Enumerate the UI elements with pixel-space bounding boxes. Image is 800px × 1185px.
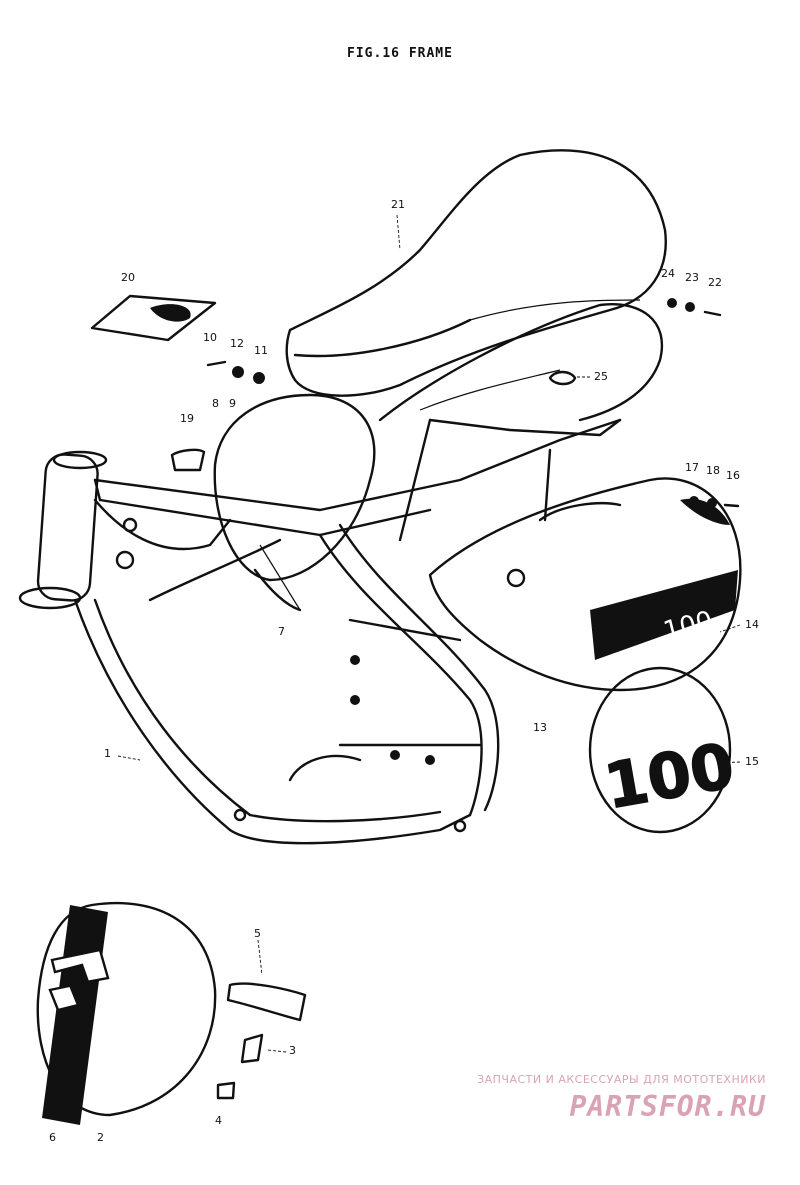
callout-11: 11 <box>254 344 268 357</box>
callout-20: 20 <box>121 271 135 284</box>
bolt-part-4 <box>216 1081 236 1100</box>
callout-7: 7 <box>278 625 285 638</box>
callout-14: 14 <box>745 618 759 631</box>
callout-25: 25 <box>594 370 608 383</box>
callout-10: 10 <box>203 331 217 344</box>
frame-part-1 <box>18 418 622 845</box>
callout-12: 12 <box>230 337 244 350</box>
side-cover-right-part-13 <box>428 477 742 692</box>
callout-5: 5 <box>254 927 261 940</box>
callout-15: 15 <box>745 755 759 768</box>
callout-17: 17 <box>685 461 699 474</box>
callout-21: 21 <box>391 198 405 211</box>
front-number-plate-part-2 <box>36 901 217 1125</box>
callout-13: 13 <box>533 721 547 734</box>
watermark: ЗАПЧАСТИ И АКСЕССУАРЫ ДЛЯ МОТОТЕХНИКИ PA… <box>477 1073 766 1123</box>
callout-23: 23 <box>685 271 699 284</box>
bracket-part-3 <box>240 1033 264 1064</box>
callout-2: 2 <box>97 1131 104 1144</box>
small-hardware <box>170 298 740 508</box>
watermark-brand: PARTSFOR.RU <box>569 1090 766 1123</box>
callout-22: 22 <box>708 276 722 289</box>
figure-title: FIG.16 FRAME <box>347 46 453 61</box>
emblem-part-15 <box>588 666 732 834</box>
callout-3: 3 <box>289 1044 296 1057</box>
callout-8: 8 <box>212 397 219 410</box>
callout-18: 18 <box>706 464 720 477</box>
side-cover-left-part-7 <box>213 393 376 612</box>
callout-16: 16 <box>726 469 740 482</box>
callout-1: 1 <box>104 747 111 760</box>
fender <box>378 303 663 422</box>
callout-19: 19 <box>180 412 194 425</box>
strap-part-5 <box>226 982 307 1022</box>
callout-9: 9 <box>229 397 236 410</box>
watermark-tagline: ЗАПЧАСТИ И АКСЕССУАРЫ ДЛЯ МОТОТЕХНИКИ <box>477 1073 766 1086</box>
emblem-number: 100 <box>599 729 739 823</box>
callout-24: 24 <box>661 267 675 280</box>
number-plate-part-20 <box>90 294 217 342</box>
callout-4: 4 <box>215 1114 222 1127</box>
leader-lines <box>117 214 741 1053</box>
seat-part-21 <box>285 149 667 397</box>
callout-6: 6 <box>49 1131 56 1144</box>
